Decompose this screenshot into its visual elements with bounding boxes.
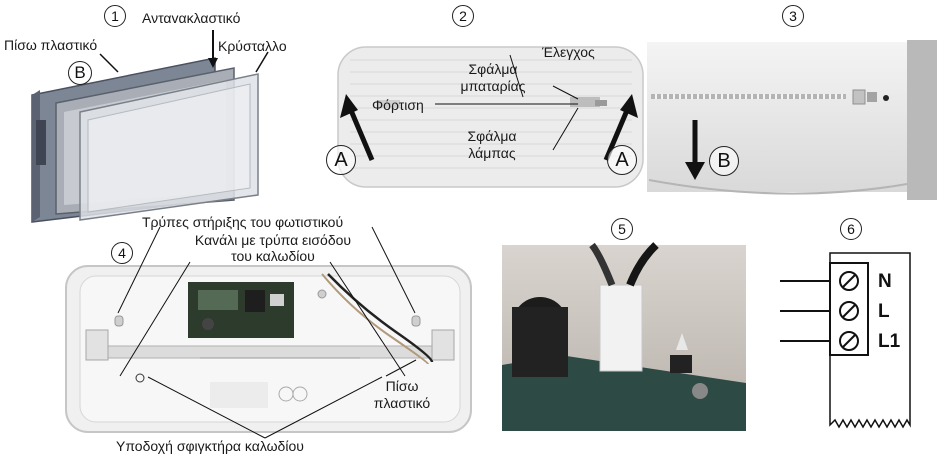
figure-5-connector: 5 — [500, 215, 748, 433]
terminal-l1-label: L1 — [878, 331, 901, 352]
reflector-label: Ανταvακλαστικό — [142, 10, 241, 26]
closeup-photo — [647, 40, 937, 200]
exploded-housing-drawing — [31, 30, 269, 223]
figure-2-number: 2 — [452, 5, 474, 27]
figure-5-number: 5 — [611, 218, 633, 240]
figure-6-number: 6 — [840, 218, 862, 240]
figure-3-number: 3 — [782, 5, 804, 27]
mount-holes-label: Τρύπες στήριξης του φωτιστικού — [142, 214, 344, 230]
figure-1-number: 1 — [104, 5, 126, 27]
figure-4-interior: 4 Τρύπες στήριξης του φωτιστικού Καvάλι … — [60, 212, 480, 460]
back-plastic-label-figure-4: Πίσω πλαστικό — [373, 378, 431, 411]
cable-channel-label: Καvάλι με τρύπα εισόδου του καλωδίου — [194, 232, 352, 264]
connector-photo — [502, 242, 746, 431]
figure-2-front-view: 2 Έλεγχος Σφάλμα μπαταρίας Φόρτιση Σφάλμ… — [320, 0, 650, 225]
check-label: Έλεγχος — [542, 44, 595, 60]
lamp-fault-label: Σφάλμα λάμπας — [467, 128, 517, 161]
terminal-n-label: N — [878, 271, 892, 292]
charging-label: Φόρτιση — [372, 97, 424, 113]
figure-4-number: 4 — [111, 242, 133, 264]
marker-b-figure-3: B — [709, 146, 739, 176]
marker-a-right: A — [607, 145, 637, 175]
figure-1-exploded-view: 1 Ανταvακλαστικό Πίσω πλαστικό Κρύσταλλο… — [0, 0, 300, 225]
terminal-l-label: L — [878, 301, 890, 322]
back-plastic-label: Πίσω πλαστικό — [4, 37, 98, 53]
battery-fault-label: Σφάλμα μπαταρίας — [460, 61, 526, 94]
figure-6-terminals: 6 N L L1 — [770, 215, 937, 455]
interior-drawing — [65, 226, 472, 439]
crystal-label: Κρύσταλλο — [218, 38, 287, 54]
figure-3-closeup: 3 B — [645, 0, 937, 210]
clamp-socket-label: Υποδοχή σφιγκτήρα καλωδίου — [116, 438, 304, 454]
marker-a-left: A — [326, 145, 356, 175]
terminal-block-drawing — [780, 252, 911, 429]
luminaire-front-drawing — [337, 46, 644, 188]
marker-b-figure-1: B — [68, 61, 92, 85]
